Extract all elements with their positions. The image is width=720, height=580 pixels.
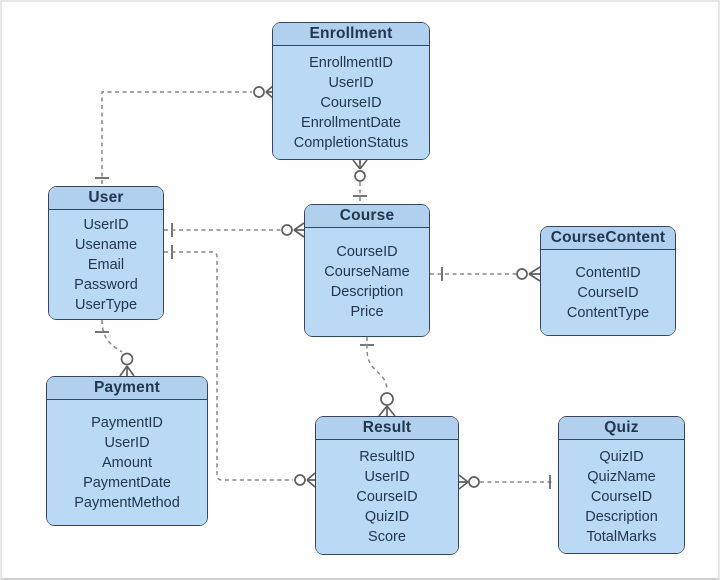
entity-title: Enrollment [273, 23, 429, 46]
entity-user[interactable]: User UserID Usename Email Password UserT… [48, 186, 164, 320]
field: UserID [83, 216, 129, 233]
connector-user-course[interactable] [164, 222, 305, 238]
field: Amount [102, 454, 152, 471]
field: EnrollmentDate [301, 114, 401, 131]
entity-title: Payment [47, 377, 207, 400]
entity-title: Quiz [559, 417, 684, 440]
field: QuizID [364, 509, 410, 525]
field: CourseID [577, 284, 639, 301]
entity-result[interactable]: Result ResultID UserID CourseID QuizID S… [315, 416, 459, 555]
field: Price [350, 304, 384, 320]
field: CourseID [336, 244, 398, 260]
entity-payment[interactable]: Payment PaymentID UserID Amount PaymentD… [46, 376, 208, 526]
field: CompletionStatus [293, 134, 409, 151]
field: PaymentMethod [74, 494, 180, 511]
field: CourseID [320, 94, 382, 111]
field: Email [87, 256, 125, 273]
field: PaymentID [91, 414, 163, 431]
connector-user-enrollment[interactable] [95, 84, 275, 184]
field: Score [368, 529, 406, 545]
field: ResultID [359, 449, 415, 465]
field: CourseID [356, 489, 418, 505]
connector-course-coursecontent[interactable] [430, 266, 541, 282]
entity-fields: ResultID UserID CourseID QuizID Score [316, 440, 458, 554]
field: Description [330, 284, 404, 300]
field: Password [74, 276, 138, 293]
field: Usename [74, 236, 138, 253]
field: ContentType [566, 304, 650, 321]
entity-fields: QuizID QuizName CourseID Description Tot… [559, 440, 684, 553]
entity-title: Course [305, 205, 429, 228]
entity-coursecontent[interactable]: CourseContent ContentID CourseID Content… [540, 226, 676, 336]
entity-quiz[interactable]: Quiz QuizID QuizName CourseID Descriptio… [558, 416, 685, 554]
entity-fields: EnrollmentID UserID CourseID EnrollmentD… [273, 46, 429, 159]
field: UserType [74, 296, 138, 313]
field: PaymentDate [83, 474, 171, 491]
field: UserID [328, 74, 374, 91]
field: EnrollmentID [309, 54, 393, 71]
field: UserID [364, 469, 410, 485]
entity-fields: UserID Usename Email Password UserType [49, 210, 163, 319]
connector-course-result[interactable] [360, 337, 396, 417]
entity-title: User [49, 187, 163, 210]
entity-enrollment[interactable]: Enrollment EnrollmentID UserID CourseID … [272, 22, 430, 160]
field: CourseName [324, 264, 410, 280]
connector-user-payment[interactable] [95, 319, 135, 377]
field: QuizName [587, 468, 656, 485]
field: TotalMarks [586, 528, 657, 545]
connector-course-enrollment[interactable] [352, 159, 368, 204]
field: Description [585, 508, 658, 525]
field: ContentID [575, 264, 641, 281]
entity-fields: CourseID CourseName Description Price [305, 228, 429, 336]
field: QuizID [599, 448, 644, 465]
entity-title: Result [316, 417, 458, 440]
field: CourseID [590, 488, 653, 505]
field: UserID [104, 434, 150, 451]
entity-fields: PaymentID UserID Amount PaymentDate Paym… [47, 400, 207, 525]
entity-course[interactable]: Course CourseID CourseName Description P… [304, 204, 430, 337]
entity-title: CourseContent [541, 227, 675, 250]
connector-quiz-result[interactable] [458, 474, 555, 490]
entity-fields: ContentID CourseID ContentType [541, 250, 675, 335]
